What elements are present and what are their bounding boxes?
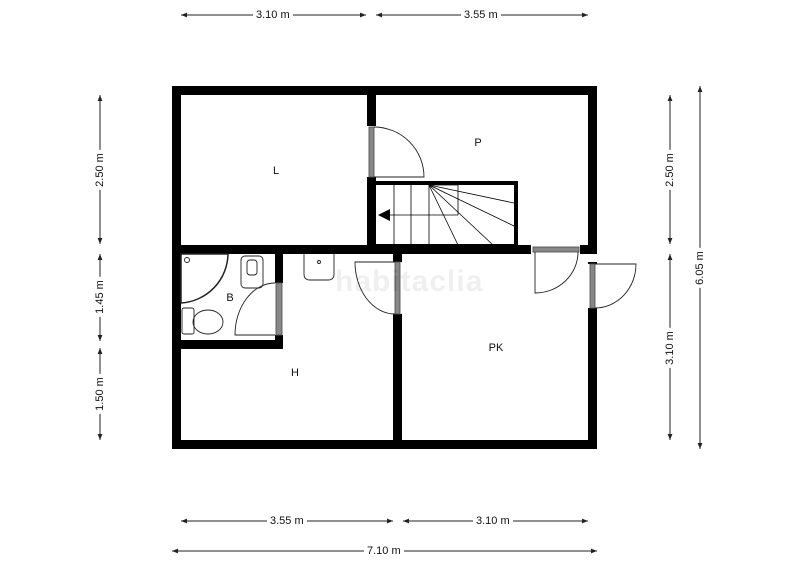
dim-bottom-total: 7.10 m [364,545,404,557]
dim-right-top: 2.50 m [664,150,676,190]
dim-bottom-right: 3.10 m [473,515,513,527]
room-label-l: L [272,165,280,177]
dim-top-right: 3.55 m [461,9,501,21]
staircase [369,181,518,248]
dim-left-middle: 1.45 m [94,277,106,317]
dim-bottom-left: 3.55 m [267,515,307,527]
room-label-h: H [291,367,299,379]
room-label-b: B [226,292,234,304]
dim-right-bottom: 3.10 m [664,328,676,368]
watermark: habitaclia [335,265,484,298]
dim-left-top: 2.50 m [94,150,106,190]
dim-left-bottom: 1.50 m [94,374,106,414]
dim-right-total: 6.05 m [694,248,706,288]
dim-top-left: 3.10 m [253,9,293,21]
bathroom-fixtures [180,253,335,335]
doors [234,126,637,336]
room-label-p: P [474,137,482,149]
room-label-pk: PK [488,342,504,354]
